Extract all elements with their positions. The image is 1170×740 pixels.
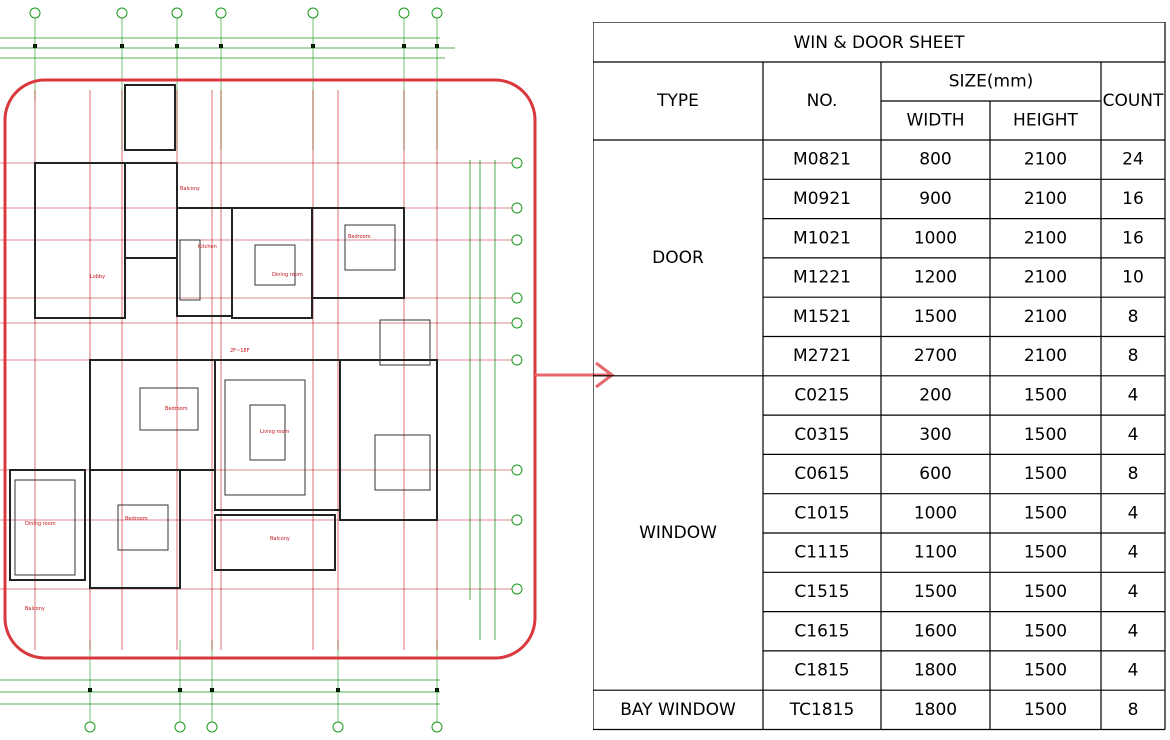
cell-count: 8 <box>1128 700 1139 720</box>
cell-width: 200 <box>919 385 951 405</box>
cell-width: 1500 <box>914 307 957 327</box>
room-label: Living room <box>260 429 290 435</box>
cell-width: 1000 <box>914 228 957 248</box>
axis-bubbles-bottom <box>84 721 443 733</box>
cell-height: 1500 <box>1024 425 1067 445</box>
room-label: Dining room <box>25 521 56 527</box>
group-type: BAY WINDOW <box>620 700 736 720</box>
room-label: Dining room <box>272 272 303 278</box>
cell-no: C1615 <box>794 621 849 641</box>
dimension-lines <box>0 37 496 705</box>
sheet-text: WIN & DOOR SHEET TYPE NO. SIZE(mm) WIDTH HEIG… <box>620 33 1164 720</box>
header-width: WIDTH <box>906 111 964 131</box>
dimension-ticks <box>33 44 439 692</box>
cell-count: 4 <box>1128 543 1139 563</box>
cell-height: 2100 <box>1024 189 1067 209</box>
header-type: TYPE <box>656 91 699 111</box>
cell-no: M1021 <box>793 228 851 248</box>
cell-no: M1521 <box>793 307 851 327</box>
cell-width: 1800 <box>914 661 957 681</box>
axis-lines <box>34 18 438 722</box>
walls <box>9 84 438 589</box>
cell-width: 800 <box>919 150 951 170</box>
cell-height: 1500 <box>1024 543 1067 563</box>
cell-width: 1100 <box>914 543 957 563</box>
cell-width: 1500 <box>914 582 957 602</box>
win-door-sheet: WIN & DOOR SHEET TYPE NO. SIZE(mm) WIDTH HEIG… <box>593 22 1166 731</box>
cell-height: 1500 <box>1024 621 1067 641</box>
cell-width: 1000 <box>914 503 957 523</box>
room-label: Balcony <box>180 186 200 192</box>
sheet-title: WIN & DOOR SHEET <box>793 33 965 53</box>
cell-no: C1015 <box>794 503 849 523</box>
cell-count: 8 <box>1128 464 1139 484</box>
room-label: Bedroom <box>165 406 188 412</box>
cell-count: 4 <box>1128 385 1139 405</box>
cell-count: 4 <box>1128 582 1139 602</box>
cell-no: C1815 <box>794 661 849 681</box>
cell-no: C0315 <box>794 425 849 445</box>
cell-no: M2721 <box>793 346 851 366</box>
floor-plan: Balcony Kitchen Dining room Bedroom Lobb… <box>0 7 537 733</box>
sheet-grid <box>593 22 1166 731</box>
plan-annotation: 2F~18F <box>230 348 250 354</box>
cell-height: 2100 <box>1024 307 1067 327</box>
cell-no: C0615 <box>794 464 849 484</box>
cell-width: 1200 <box>914 268 957 288</box>
cell-height: 2100 <box>1024 346 1067 366</box>
cell-count: 4 <box>1128 621 1139 641</box>
cell-count: 16 <box>1122 189 1144 209</box>
room-label: Balcony <box>25 606 45 612</box>
axis-bubbles-right <box>511 157 523 595</box>
cell-count: 16 <box>1122 228 1144 248</box>
cell-count: 24 <box>1122 150 1144 170</box>
group-type: WINDOW <box>639 523 717 543</box>
cell-width: 900 <box>919 189 951 209</box>
highlight-frame <box>3 78 537 660</box>
cell-width: 1800 <box>914 700 957 720</box>
cell-count: 4 <box>1128 661 1139 681</box>
room-labels: Balcony Kitchen Dining room Bedroom Lobb… <box>25 186 371 612</box>
cell-height: 1500 <box>1024 464 1067 484</box>
cell-width: 300 <box>919 425 951 445</box>
room-label: Bedroom <box>348 234 371 240</box>
cell-height: 1500 <box>1024 661 1067 681</box>
cell-height: 1500 <box>1024 582 1067 602</box>
cell-count: 8 <box>1128 346 1139 366</box>
cell-height: 1500 <box>1024 503 1067 523</box>
cell-no: M0921 <box>793 189 851 209</box>
cell-no: M1221 <box>793 268 851 288</box>
header-count: COUNT <box>1103 91 1164 111</box>
furniture <box>14 224 431 576</box>
cell-no: C1115 <box>794 543 849 563</box>
red-axis-grid <box>0 90 512 650</box>
cell-width: 2700 <box>914 346 957 366</box>
cell-width: 600 <box>919 464 951 484</box>
cell-height: 2100 <box>1024 268 1067 288</box>
arrow-icon <box>535 361 615 389</box>
cell-height: 2100 <box>1024 150 1067 170</box>
cell-no: C0215 <box>794 385 849 405</box>
room-label: Kitchen <box>198 244 217 250</box>
cell-height: 1500 <box>1024 385 1067 405</box>
cell-count: 4 <box>1128 425 1139 445</box>
cell-height: 1500 <box>1024 700 1067 720</box>
room-label: Balcony <box>270 536 290 542</box>
header-size: SIZE(mm) <box>949 72 1034 92</box>
axis-bubbles-top <box>29 7 443 19</box>
header-no: NO. <box>807 91 838 111</box>
cell-no: TC1815 <box>789 700 855 720</box>
cell-no: M0821 <box>793 150 851 170</box>
cell-no: C1515 <box>794 582 849 602</box>
cell-count: 8 <box>1128 307 1139 327</box>
cell-width: 1600 <box>914 621 957 641</box>
room-label: Bedroom <box>125 516 148 522</box>
cell-count: 10 <box>1122 268 1144 288</box>
cell-count: 4 <box>1128 503 1139 523</box>
room-label: Lobby <box>90 274 105 280</box>
header-height: HEIGHT <box>1013 111 1078 131</box>
cell-height: 2100 <box>1024 228 1067 248</box>
group-type: DOOR <box>652 248 704 268</box>
